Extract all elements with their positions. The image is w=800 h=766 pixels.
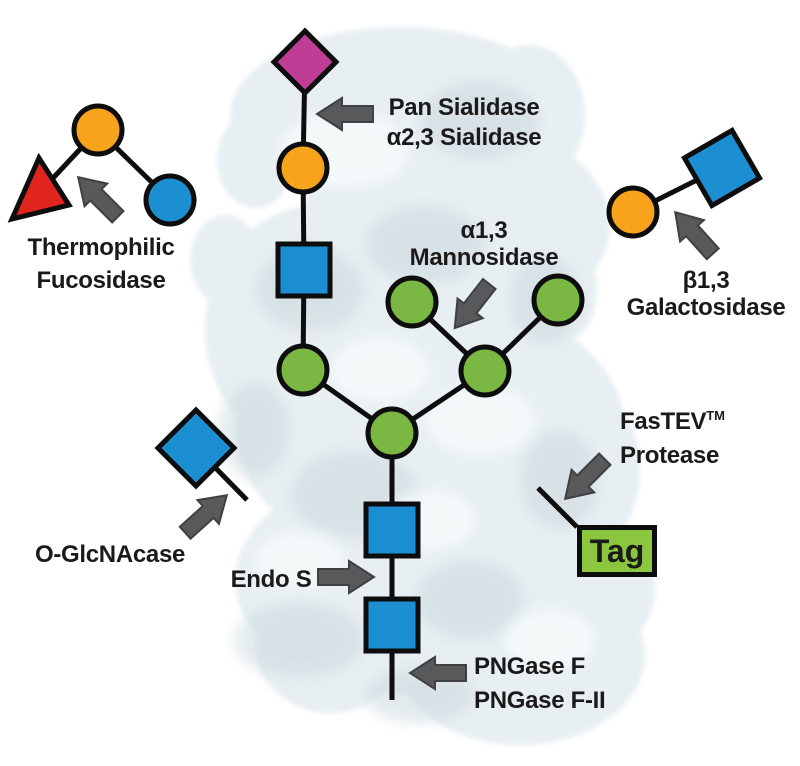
- label-pngase: PNGase F PNGase F-II: [474, 650, 606, 718]
- tag-label: Tag: [589, 532, 645, 569]
- mannose-circle-icon: [276, 343, 330, 397]
- mannose-circle-icon: [458, 344, 512, 398]
- label-line: Fucosidase: [36, 267, 166, 294]
- protein-surface-shading: [220, 80, 600, 723]
- glcnac-square-icon: [275, 241, 333, 299]
- label-fastev-protease: FasTEVTM Protease: [620, 399, 725, 473]
- label-line: FasTEVTM: [620, 399, 725, 439]
- fastev-brand: FasTEV: [620, 408, 707, 435]
- galactose-circle-icon: [606, 185, 660, 239]
- label-line: PNGase F-II: [474, 687, 606, 714]
- label-line: Galactosidase: [626, 294, 786, 321]
- oglcnac-diamond-icon: [154, 406, 238, 490]
- label-pan-sialidase: Pan Sialidase α2,3 Sialidase: [387, 93, 542, 153]
- label-line: Endo S: [230, 566, 312, 593]
- label-thermophilic-fucosidase: Thermophilic Fucosidase: [27, 231, 174, 297]
- label-line: Thermophilic: [27, 234, 175, 261]
- mannose-core-circle-icon: [365, 406, 419, 460]
- galactosidase-arrow-icon: [662, 200, 726, 266]
- label-line: O-GlcNAcase: [34, 541, 186, 568]
- label-endo-s: Endo S: [231, 565, 312, 595]
- label-line: Protease: [620, 442, 719, 469]
- label-line: β1,3: [682, 267, 730, 294]
- fucose-triangle-icon: [7, 152, 73, 223]
- galactose-circle-icon: [71, 103, 125, 157]
- oglcnacase-arrow-icon: [173, 482, 239, 546]
- glycan-symbols: [7, 27, 763, 654]
- label-line: PNGase F: [474, 653, 585, 680]
- label-o-glcnacase: O-GlcNAcase: [35, 540, 185, 570]
- glucose-circle-icon: [143, 173, 197, 227]
- label-line: Mannosidase: [409, 244, 559, 271]
- label-line: α1,3: [460, 217, 508, 244]
- galactose-circle-icon: [276, 141, 330, 195]
- label-a13-mannosidase: α1,3 Mannosidase: [410, 217, 559, 271]
- bond-tag-stub: [536, 486, 579, 529]
- label-line: α2,3 Sialidase: [386, 124, 542, 151]
- glcnac-square-icon: [363, 596, 421, 654]
- glcnac-square-icon: [681, 127, 763, 209]
- tag-box: Tag: [577, 525, 657, 577]
- label-b13-galactosidase: β1,3 Galactosidase: [627, 267, 786, 321]
- label-line: Pan Sialidase: [388, 94, 540, 121]
- glcnac-square-icon: [363, 501, 421, 559]
- fucosidase-arrow-icon: [65, 164, 131, 230]
- trademark-superscript: TM: [706, 408, 726, 423]
- mannose-circle-icon: [531, 273, 585, 327]
- sialic-acid-diamond-icon: [270, 27, 340, 97]
- mannose-circle-icon: [385, 275, 439, 329]
